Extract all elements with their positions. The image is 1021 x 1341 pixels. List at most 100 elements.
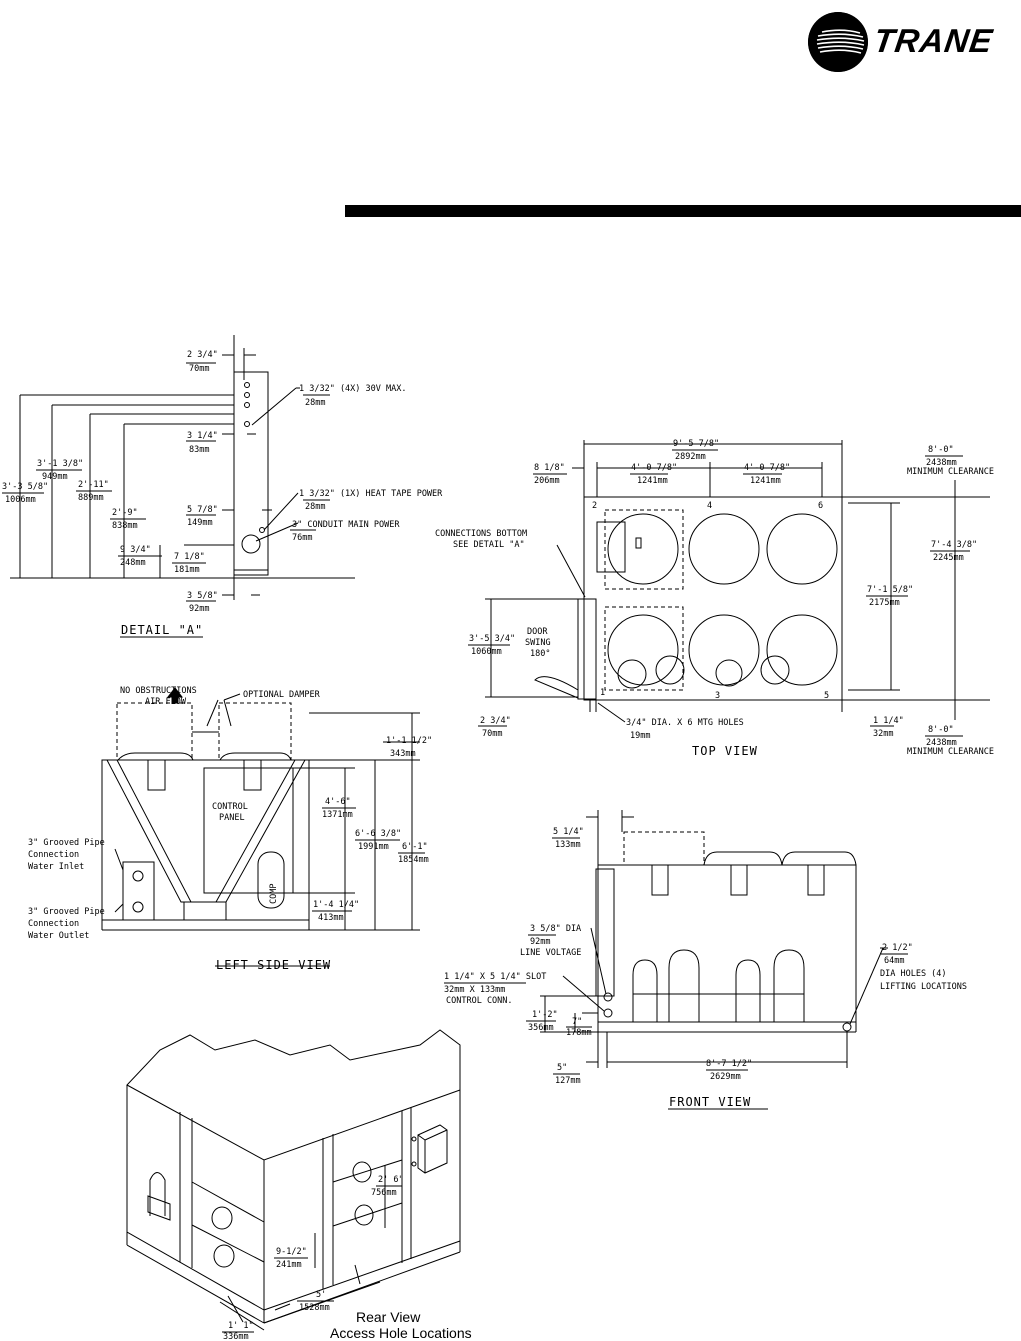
left-dim-b-mm: 1371mm [322,810,353,820]
front-dim-d-in: 1'-2" [532,1010,558,1020]
front-dim-g-mm: 2629mm [710,1072,741,1082]
detail-a-dim-1-mm: 70mm [189,364,209,374]
detail-a-callout-1: 1 3/32" (4X) 30V MAX. [299,384,406,394]
detail-a-dim-3-in: 3'-3 5/8" [2,482,48,492]
detail-a-callout-2-mm: 28mm [305,502,325,512]
detail-a-dim-5-mm: 838mm [112,521,138,531]
left-dim-c-mm: 1991mm [358,842,389,852]
front-dim-b-mm: 92mm [530,937,550,947]
left-side-view-drawing [101,687,425,967]
front-dim-f-mm: 127mm [555,1076,581,1086]
top-depth-outer-mm: 2245mm [933,553,964,563]
left-side-view-title: LEFT SIDE VIEW [216,958,331,972]
top-holes-label: 3/4" DIA. X 6 MTG HOLES [626,718,744,728]
top-bot-left-mm: 70mm [482,729,502,739]
top-depth-inner-in: 7'-1 5/8" [867,585,913,595]
detail-a-dim-9-mm: 181mm [174,565,200,575]
front-dim-d-mm: 356mm [528,1023,554,1033]
top-clear-bot-in: 8'-0" [928,725,954,735]
top-depth-inner-mm: 2175mm [869,598,900,608]
detail-a-dim-8-mm: 248mm [120,558,146,568]
top-span2-mm: 1241mm [750,476,781,486]
top-door-mm: 1060mm [471,647,502,657]
detail-a-callout-3: 3" CONDUIT MAIN POWER [292,520,400,530]
left-inlet-2: Connection [28,850,79,860]
rear-dim-d-in: 1' 1" [228,1321,254,1331]
rear-view-drawing [126,1029,461,1333]
top-point-3: 3 [715,691,720,701]
left-outlet-1: 3" Grooved Pipe [28,907,105,917]
rear-view-title: Rear View [356,1309,421,1325]
rear-dim-b-in: 9-1/2" [276,1247,307,1257]
rear-dim-b-mm: 241mm [276,1260,302,1270]
front-dim-f-in: 5" [557,1063,567,1073]
top-door-label-2: SWING [525,638,551,648]
left-outlet-3: Water Outlet [28,931,89,941]
detail-a-drawing [2,335,355,638]
front-view-drawing [444,810,908,1110]
front-dim-c-mm: 32mm X 133mm [444,985,505,995]
top-span2-in: 4'-0 7/8" [744,463,790,473]
detail-a-dim-1-in: 2 3/4" [187,350,218,360]
top-point-6: 6 [818,501,823,511]
top-door-label-1: DOOR [527,627,548,637]
detail-a-title: DETAIL "A" [121,623,203,637]
detail-a-dim-7-mm: 149mm [187,518,213,528]
top-conn-label-2: SEE DETAIL "A" [453,540,525,550]
front-dim-a-mm: 133mm [555,840,581,850]
left-panel-2: PANEL [219,813,245,823]
top-view-title: TOP VIEW [692,744,758,758]
detail-a-dim-6-mm: 83mm [189,445,209,455]
trane-logo-icon [808,12,868,72]
left-dim-a-mm: 343mm [390,749,416,759]
front-dim-h-label-1: DIA HOLES (4) [880,969,947,979]
top-clear-top-mm: 2438mm [926,458,957,468]
left-dim-d-in: 6'-1" [402,842,428,852]
detail-a-dim-8-in: 9 3/4" [120,545,151,555]
top-clear-bot-label: MINIMUM CLEARANCE [907,747,994,757]
front-dim-h-in: 2 1/2" [882,943,913,953]
top-point-2: 2 [592,501,597,511]
rear-view-subtitle: Access Hole Locations [330,1325,472,1341]
left-outlet-2: Connection [28,919,79,929]
detail-a-dim-4-mm: 889mm [78,493,104,503]
detail-a-callout-3-mm: 76mm [292,533,312,543]
rear-dim-a-mm: 756mm [371,1188,397,1198]
rear-dim-c-mm: 1528mm [299,1303,330,1313]
top-clear-top-label: MINIMUM CLEARANCE [907,467,994,477]
left-comp-label: COMP [269,884,279,904]
front-view-title: FRONT VIEW [669,1095,751,1109]
left-damper: OPTIONAL DAMPER [243,690,321,700]
top-span1-mm: 1241mm [637,476,668,486]
top-clear-bot-mm: 2438mm [926,738,957,748]
top-overall-in: 9'-5 7/8" [673,439,719,449]
front-dim-b-label: LINE VOLTAGE [520,948,581,958]
top-bot-right-in: 1 1/4" [873,716,904,726]
front-dim-g-in: 8'-7 1/2" [706,1059,752,1069]
left-dim-e-mm: 413mm [318,913,344,923]
detail-a-callout-1-mm: 28mm [305,398,325,408]
detail-a-dim-3-mm: 1006mm [5,495,36,505]
front-dim-a-in: 5 1/4" [553,827,584,837]
detail-a-dim-5-in: 2'-9" [112,508,138,518]
top-point-1: 1 [600,688,605,698]
top-bot-right-mm: 32mm [873,729,893,739]
top-door-in: 3'-5 3/4" [469,634,515,644]
left-inlet-3: Water Inlet [28,862,84,872]
detail-a-dim-10-in: 3 5/8" [187,591,218,601]
detail-a-dim-6-in: 3 1/4" [187,431,218,441]
top-overall-mm: 2892mm [675,452,706,462]
detail-a-dim-2-in: 3'-1 3/8" [37,459,83,469]
front-dim-h-mm: 64mm [884,956,904,966]
left-dim-c-in: 6'-6 3/8" [355,829,401,839]
top-depth-outer-in: 7'-4 3/8" [931,540,977,550]
rear-dim-c-in: 5' [316,1290,326,1300]
top-holes-mm: 19mm [630,731,650,741]
top-left-mm: 206mm [534,476,560,486]
front-dim-b-in: 3 5/8" DIA [530,924,581,934]
detail-a-dim-7-in: 5 7/8" [187,505,218,515]
top-span1-in: 4'-0 7/8" [631,463,677,473]
top-clear-top-in: 8'-0" [928,445,954,455]
top-point-5: 5 [824,691,829,701]
